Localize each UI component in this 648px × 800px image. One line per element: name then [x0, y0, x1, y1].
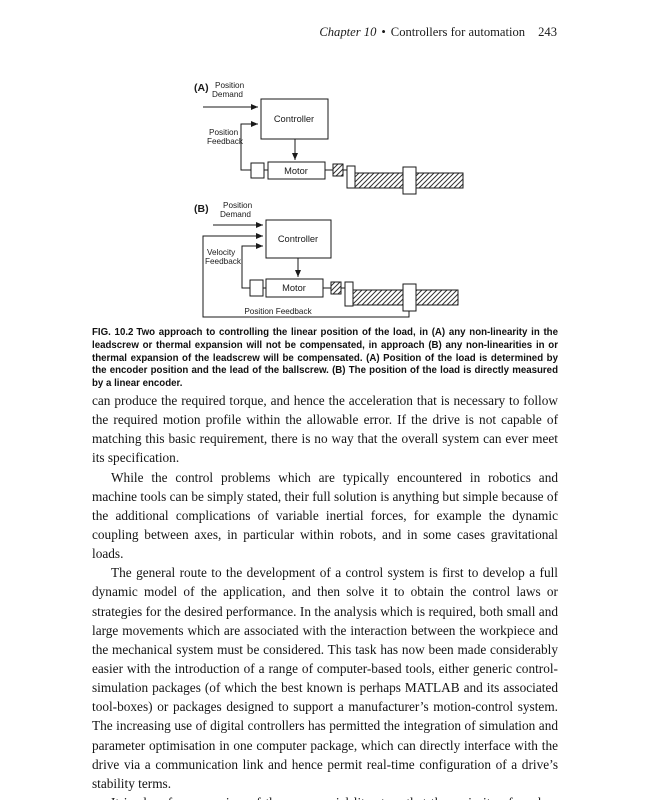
controller-label-a: Controller — [274, 114, 314, 124]
position-demand-label-a-line1: Position — [215, 81, 245, 90]
position-feedback-label-a-line2: Feedback — [207, 137, 244, 146]
position-feedback-label-b: Position Feedback — [244, 307, 312, 316]
paragraph-2: While the control problems which are typ… — [92, 469, 558, 562]
coupling-a — [332, 163, 344, 177]
page-number: 243 — [538, 25, 557, 39]
nut-a — [402, 166, 417, 195]
feedback-wire-a — [240, 121, 258, 171]
motor-label-b: Motor — [282, 283, 306, 293]
chapter-label: Chapter 10 — [319, 25, 377, 39]
velocity-feedback-label-b-line2: Feedback — [205, 257, 242, 266]
paragraph-3: The general route to the development of … — [92, 565, 558, 791]
header-title: Controllers for automation — [390, 25, 526, 39]
figure-10-2-diagram: (A) Position Demand Controller Position … — [194, 81, 464, 318]
figure-caption-tag: FIG. 10.2 — [92, 327, 134, 338]
coupling-b — [330, 281, 342, 295]
diagram-a: (A) Position Demand Controller Position … — [194, 81, 464, 195]
header-separator: • — [381, 25, 386, 39]
diagram-a-label: (A) — [194, 82, 209, 94]
position-demand-label-a-line2: Demand — [212, 90, 243, 99]
running-header: Chapter 10 • Controllers for automation 243 — [91, 25, 557, 40]
paragraph-4: It is clear from a review of the commerc… — [92, 793, 558, 800]
velocity-feedback-wire-b — [241, 243, 263, 289]
paragraph-1: can produce the required torque, and hen… — [92, 393, 558, 466]
position-feedback-label-a-line1: Position — [209, 128, 239, 137]
tacho-box-b — [249, 279, 264, 297]
bearing-b — [344, 281, 354, 307]
position-demand-label-b-line2: Demand — [220, 210, 251, 219]
body-text: can produce the required torque, and hen… — [92, 391, 558, 800]
motor-label-a: Motor — [284, 166, 308, 176]
velocity-feedback-label-b-line1: Velocity — [207, 248, 236, 257]
bearing-a — [346, 165, 356, 189]
controller-label-b: Controller — [278, 234, 318, 244]
position-demand-label-b-line1: Position — [223, 201, 253, 210]
nut-b — [402, 283, 417, 312]
encoder-box-a — [250, 162, 265, 179]
diagram-b: (B) Position Demand Controller Velocity … — [194, 201, 459, 318]
diagram-b-label: (B) — [194, 203, 209, 215]
figure-caption-text: Two approach to controlling the linear p… — [92, 327, 558, 390]
position-feedback-loop-b — [202, 233, 410, 318]
